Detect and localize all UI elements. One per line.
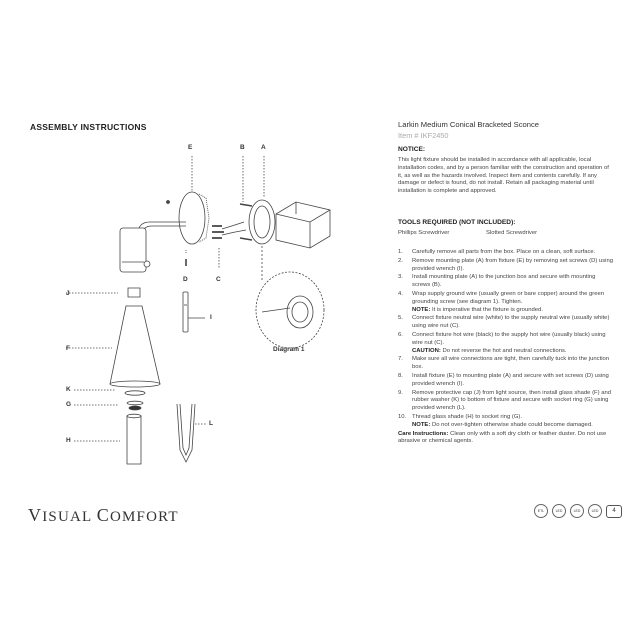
step-item: 2.Remove mounting plate (A) from fixture…: [398, 257, 614, 272]
part-label-k: K: [66, 386, 71, 393]
brand-logo: VISUAL COMFORT: [28, 505, 179, 525]
step-item: 5.Connect fixture neutral wire (white) t…: [398, 315, 610, 330]
socket-ring: [127, 401, 143, 405]
part-label-b: B: [240, 144, 245, 151]
instruction-steps: 1.Carefully remove all parts from the bo…: [398, 249, 614, 446]
step-item: 6.Connect fixture hot wire (black) to th…: [398, 331, 606, 354]
rubber-washer: [125, 391, 145, 395]
bulb-count-badge: 4: [606, 504, 622, 518]
care-instructions: Care Instructions: Clean only with a sof…: [398, 430, 607, 445]
junction-box: [276, 202, 330, 248]
step-item: 4.Wrap supply ground wire (usually green…: [398, 290, 605, 313]
canopy-knurl: [199, 194, 209, 242]
part-label-g: G: [66, 401, 72, 408]
step-item: 3.Install mounting plate (A) to the junc…: [398, 274, 596, 289]
etl-badge-icon: ETL: [534, 504, 548, 518]
tool-item: Slotted Screwdriver: [486, 230, 538, 236]
product-title: Larkin Medium Conical Bracketed Sconce: [398, 120, 539, 129]
step-item: 9.Remove protective cap (J) from light s…: [398, 389, 612, 412]
part-label-f: F: [66, 345, 70, 352]
part-label-h: H: [66, 437, 71, 444]
part-label-e: E: [188, 144, 193, 151]
step-item: 7.Make sure all wire connections are tig…: [398, 356, 610, 371]
led-badge-icon: LED: [570, 504, 584, 518]
step-item: 1.Carefully remove all parts from the bo…: [398, 249, 596, 255]
led-badge-icon: LED: [588, 504, 602, 518]
led-badge-icon: LED: [552, 504, 566, 518]
step-item: 10.Thread glass shade (H) to socket ring…: [398, 413, 593, 428]
part-label-j: J: [66, 290, 70, 297]
mounting-screws: [240, 204, 252, 206]
notice-heading: NOTICE:: [398, 146, 426, 153]
part-label-d: D: [183, 276, 188, 283]
mounting-plate: [249, 200, 275, 244]
assembly-diagram: [0, 0, 390, 500]
item-number: Item # IKF2450: [398, 131, 449, 140]
notice-text: This light fixture should be installed i…: [398, 157, 609, 195]
cert-badges: ETL LED LED LED 4: [534, 504, 622, 518]
tube-shade: [127, 416, 141, 464]
detail-bubble: [256, 272, 324, 348]
tools-heading: TOOLS REQUIRED (NOT INCLUDED):: [398, 219, 516, 226]
socket-head: [120, 228, 146, 272]
wire-nuts: [212, 226, 224, 238]
step-item: 8.Install fixture (E) to mounting plate …: [398, 372, 609, 387]
part-label-a: A: [261, 144, 266, 151]
protective-cap: [128, 288, 140, 297]
tools-list: Phillips Screwdriver Slotted Screwdriver: [398, 230, 614, 236]
cone-shade: [110, 306, 160, 384]
part-label-i: I: [210, 314, 212, 321]
diagram-1-label: Diagram 1: [273, 346, 305, 353]
part-label-c: C: [216, 276, 221, 283]
canopy-backplate: [179, 192, 205, 244]
assembly-heading: ASSEMBLY INSTRUCTIONS: [30, 122, 147, 132]
tool-item: Phillips Screwdriver: [398, 230, 450, 236]
part-label-l: L: [209, 420, 213, 427]
socket-wrench: [177, 404, 195, 462]
allen-wrench: [183, 292, 188, 332]
